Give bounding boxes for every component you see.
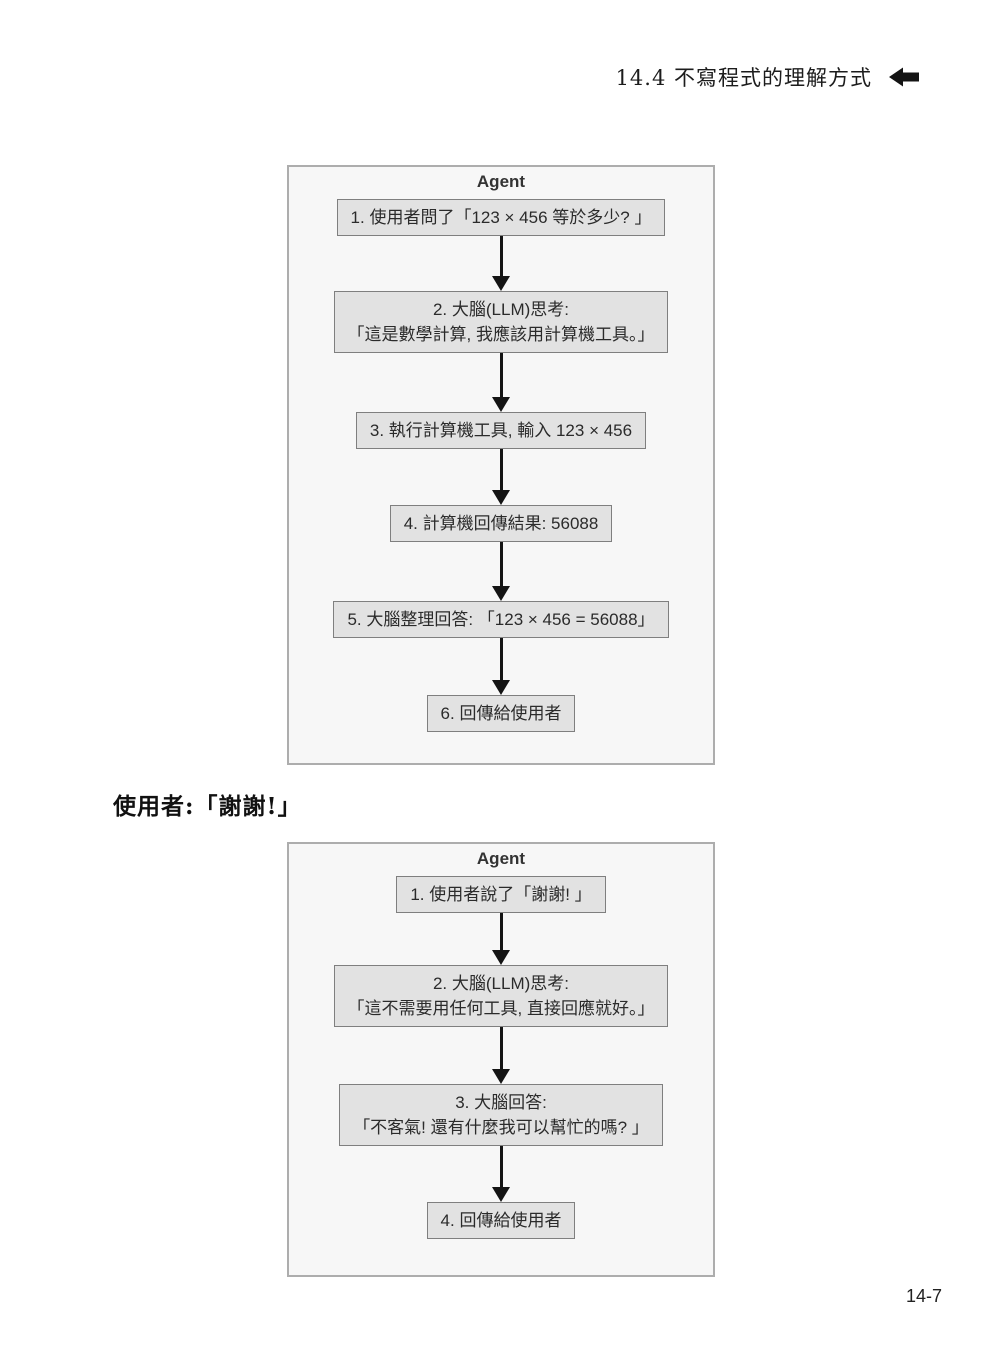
flow-arrow xyxy=(491,1146,511,1202)
flow-step-text: 6. 回傳給使用者 xyxy=(440,704,562,723)
section-title: 14.4 不寫程式的理解方式 xyxy=(615,66,872,90)
flow-step-text: 5. 大腦整理回答: 「123 × 456 = 56088」 xyxy=(347,610,655,629)
flow-step-1: 1. 使用者說了「謝謝! 」 xyxy=(396,876,606,913)
flow-step-text: 4. 回傳給使用者 xyxy=(440,1211,562,1230)
flow-step-1: 1. 使用者問了「123 × 456 等於多少? 」 xyxy=(336,199,666,236)
flow-arrow xyxy=(491,449,511,505)
diagram-title: Agent xyxy=(476,172,526,191)
flow-step-3: 3. 大腦回答: 「不客氣! 還有什麼我可以幫忙的嗎? 」 xyxy=(339,1084,663,1146)
flow-step-text: 「這不需要用任何工具, 直接回應就好。」 xyxy=(347,999,655,1018)
flow-arrow xyxy=(491,638,511,695)
diagram-title: Agent xyxy=(476,849,526,868)
flow-arrow xyxy=(491,353,511,412)
flow-step-6: 6. 回傳給使用者 xyxy=(426,695,576,732)
flow-arrow xyxy=(491,236,511,291)
flow-step-text: 2. 大腦(LLM)思考: xyxy=(432,974,569,993)
user-quote-text: 使用者:「謝謝!」 xyxy=(113,793,302,820)
flow-step-text: 「這是數學計算, 我應該用計算機工具。」 xyxy=(347,325,655,344)
flow-arrow xyxy=(491,913,511,965)
section-header: 14.4 不寫程式的理解方式 xyxy=(616,62,922,92)
flow-step-text: 1. 使用者說了「謝謝! 」 xyxy=(410,885,592,904)
back-arrow-icon xyxy=(888,66,922,88)
flow-arrow xyxy=(491,1027,511,1084)
page-number: 14-7 xyxy=(905,1286,942,1306)
flow-step-5: 5. 大腦整理回答: 「123 × 456 = 56088」 xyxy=(333,601,669,638)
flow-step-text: 3. 大腦回答: xyxy=(455,1093,547,1112)
flow-step-3: 3. 執行計算機工具, 輸入 123 × 456 xyxy=(355,412,647,449)
flow-step-text: 3. 執行計算機工具, 輸入 123 × 456 xyxy=(369,421,633,440)
agent-flow-diagram-2: Agent 1. 使用者說了「謝謝! 」 2. 大腦(LLM)思考: 「這不需要… xyxy=(287,842,715,1277)
flow-step-text: 2. 大腦(LLM)思考: xyxy=(432,300,569,319)
flow-step-4: 4. 回傳給使用者 xyxy=(426,1202,576,1239)
flow-step-2: 2. 大腦(LLM)思考: 「這是數學計算, 我應該用計算機工具。」 xyxy=(333,291,669,353)
flow-step-2: 2. 大腦(LLM)思考: 「這不需要用任何工具, 直接回應就好。」 xyxy=(333,965,669,1027)
flow-step-4: 4. 計算機回傳結果: 56088 xyxy=(389,505,613,542)
flow-step-text: 「不客氣! 還有什麼我可以幫忙的嗎? 」 xyxy=(353,1118,649,1137)
flow-arrow xyxy=(491,542,511,601)
agent-flow-diagram-1: Agent 1. 使用者問了「123 × 456 等於多少? 」 2. 大腦(L… xyxy=(287,165,715,765)
flow-step-text: 1. 使用者問了「123 × 456 等於多少? 」 xyxy=(350,208,652,227)
flow-step-text: 4. 計算機回傳結果: 56088 xyxy=(403,514,599,533)
